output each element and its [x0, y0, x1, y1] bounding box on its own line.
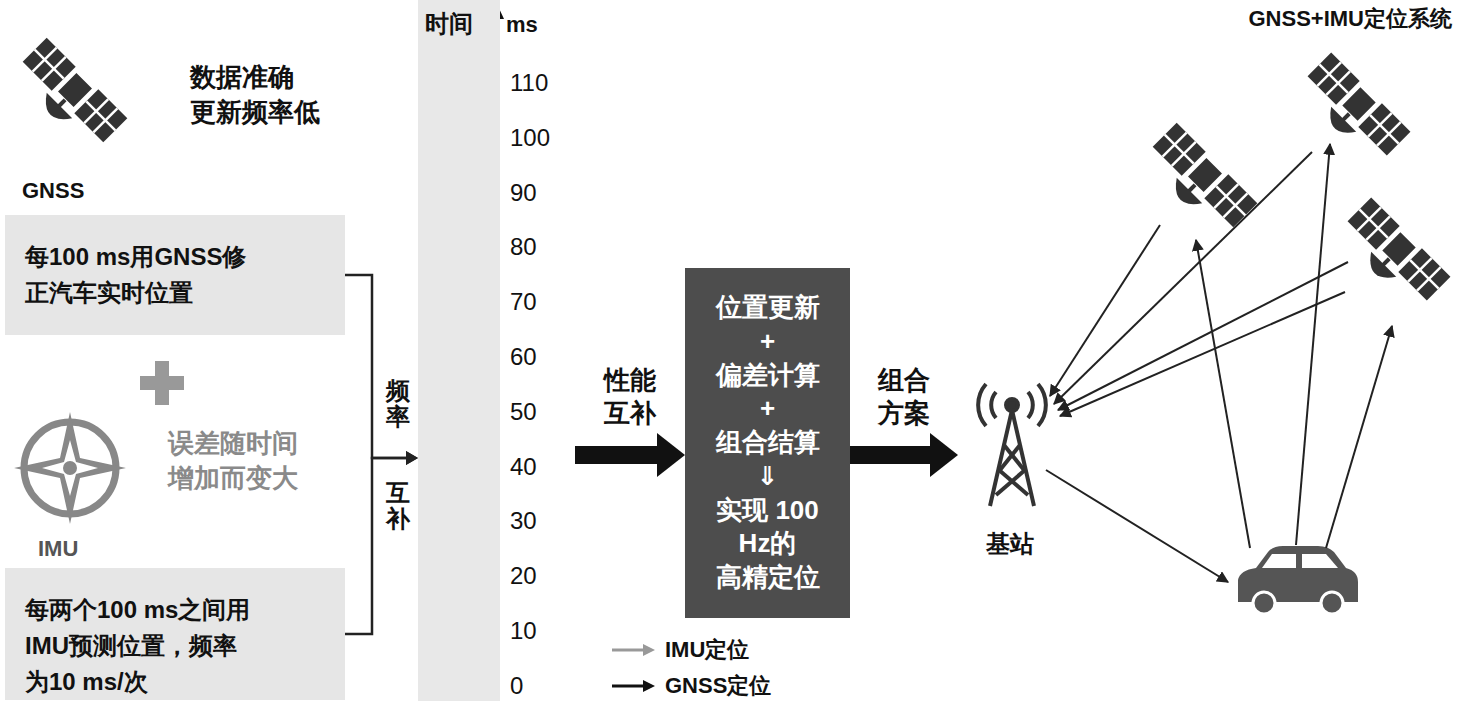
satellite-icon [1295, 53, 1410, 168]
node-text: 位置更新 [716, 291, 820, 325]
tick-number: 70 [510, 288, 537, 316]
fusion-process-box: 位置更新+偏差计算+组合结算⇓实现 100 Hz的 高精定位 [685, 268, 850, 618]
gnss-note-box: 每100 ms用GNSS修 正汽车实时位置 [5, 215, 345, 335]
tick-number: 110 [510, 69, 548, 97]
edge-label: 性能 互补 [598, 364, 662, 429]
time-axis-band: 时间 ms [418, 0, 575, 701]
bracket-connector [345, 275, 418, 465]
node-text: 实现 100 Hz的 高精定位 [703, 494, 833, 595]
connector-line [345, 275, 408, 458]
base-station-icon [978, 384, 1046, 506]
block-arrow-body [850, 446, 930, 464]
imu-name: IMU [38, 534, 98, 564]
diagram-title: GNSS+IMU定位系统 [1248, 4, 1452, 34]
tick-number: 50 [510, 398, 537, 426]
block-arrow-head [930, 433, 958, 477]
block-arrow-head [657, 433, 685, 477]
node-text: 组合结算 [716, 426, 820, 460]
imu-property-note: 误差随时间 增加而变大 [168, 426, 313, 496]
legend-sample-arrow [612, 649, 645, 652]
block-arrow [575, 433, 685, 477]
legend-sample-head [643, 644, 655, 656]
gnss-name: GNSS [22, 176, 102, 206]
connector-head [406, 451, 418, 465]
tick-number: 40 [510, 453, 537, 481]
node-text: 基站 [958, 528, 1062, 560]
satellite-icon [10, 38, 127, 155]
tick-number: 10 [510, 617, 537, 645]
imu-note-box: 每两个100 ms之间用 IMU预测位置，频率 为10 ms/次 [5, 568, 345, 700]
legend-text: GNSS定位 [665, 672, 771, 700]
block-arrow-body [575, 446, 657, 464]
node-text: 偏差计算 [716, 359, 820, 393]
edge-label: 组合 方案 [872, 364, 936, 429]
connector-head [406, 451, 418, 465]
node-text: + [760, 325, 775, 359]
satellite-icon [1335, 198, 1450, 313]
node-text: ms [506, 12, 538, 38]
bracket-connector [345, 451, 418, 634]
tick-number: 80 [510, 233, 537, 261]
node-text: + [760, 392, 775, 426]
legend-sample-head [643, 680, 655, 692]
tick-number: 30 [510, 507, 537, 535]
node-text: 每两个100 ms之间用 IMU预测位置，频率 为10 ms/次 [25, 592, 270, 700]
node-text: 每100 ms用GNSS修 正汽车实时位置 [25, 239, 270, 311]
base-station: 基站 [958, 382, 1062, 562]
gnss-property-note: 数据准确 更新频率低 [190, 60, 335, 130]
signal-arrows [1046, 144, 1392, 582]
car-icon [1238, 546, 1358, 614]
compass-icon [14, 412, 126, 524]
tick-number: 90 [510, 179, 537, 207]
tick-number: 100 [510, 124, 550, 152]
tick-number: 60 [510, 343, 537, 371]
node-text: ⇓ [757, 460, 779, 494]
vertical-label: 频率 [386, 378, 410, 431]
node-text: 时间 [425, 8, 473, 40]
tick-number: 20 [510, 562, 537, 590]
vertical-label: 互补 [386, 480, 410, 533]
tick-number: 0 [510, 672, 523, 700]
legend-sample-arrow [612, 685, 645, 688]
legend-text: IMU定位 [665, 636, 749, 664]
block-arrow [850, 433, 958, 477]
legend-samples [612, 644, 655, 692]
plus-icon [140, 361, 184, 405]
